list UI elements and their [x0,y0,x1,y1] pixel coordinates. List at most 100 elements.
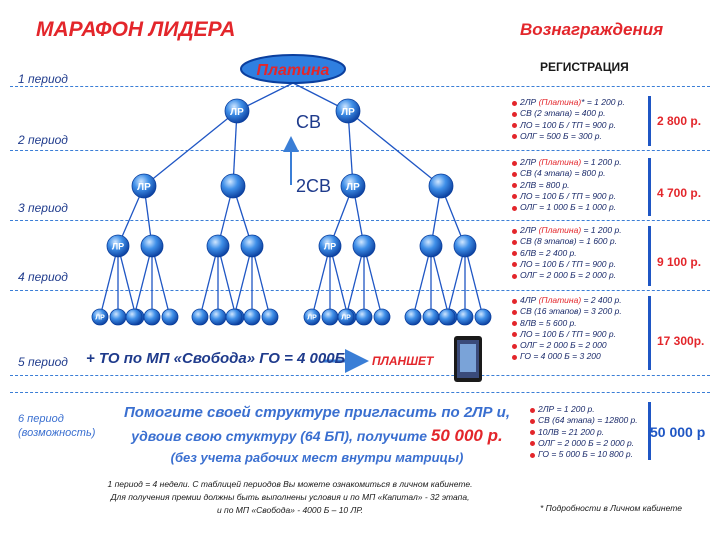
level3-node [106,234,130,258]
sv-label: СВ [296,112,322,132]
tree-link [412,245,432,318]
help-line-2-text: удвоив свою стуктуру (64 БП), получите [131,428,431,444]
reward-line: 6ЛВ = 2 400 р. [512,248,622,259]
reward-block-2: 2ЛР (Платина) = 1 200 р.СВ (4 этапа) = 8… [512,157,622,213]
tree-link [133,245,153,318]
level4-node [261,308,279,326]
bracket-bar-1 [648,96,651,146]
tree-link [430,245,450,318]
period-divider [10,392,710,393]
reward-line: ГО = 4 000 Б = 3 200 [512,351,622,362]
reward-line-pre: 8ЛВ = 5 600 р. [520,317,577,328]
tree-link [363,245,383,318]
level2-node [340,173,366,199]
level4-node [303,308,321,326]
level1-node [335,98,361,124]
level4-node [225,308,243,326]
platinum-badge-label: Платина [257,62,330,79]
reward-line: СВ (16 этапов) = 3 200 р. [512,306,622,317]
tablet-icon [454,336,482,382]
bracket-bar-2 [648,158,651,216]
reward-line-hl: (Платина) [538,157,582,167]
bracket-bar-3 [648,226,651,286]
reward-line-pre: ЛО = 100 Б / ТП = 900 р. [520,119,616,130]
reward-amount-6: 50 000 р [650,424,706,440]
reward-line-pre: 2ЛР [520,225,539,235]
level3-node [206,234,230,258]
tree-link [233,245,253,318]
help-line-3: (без учета рабочих мест внутри матрицы) [170,450,464,465]
level2-node [131,173,157,199]
rewards-title: Вознаграждения [520,20,664,39]
level4-node [125,308,143,326]
period-label-5: 5 период [18,355,68,369]
reward-line-pre: 2ЛР [520,157,539,167]
footnote-line-1: 1 период = 4 недели. С таблицей периодов… [107,479,473,489]
node-label: ЛР [346,182,360,193]
reward-amount-1: 2 800 р. [657,114,702,128]
reward-line: ОЛГ = 500 Б = 300 р. [512,131,625,142]
tree-link [446,245,466,318]
level1-node [224,98,250,124]
reward-block-4: 4ЛР (Платина) = 2 400 р.СВ (16 этапов) =… [512,295,622,363]
reward-line: ЛО = 100 Б / ТП = 900 р. [512,191,622,202]
reward-line: ОЛГ = 2 000 Б = 2 000 [512,340,622,351]
period-divider [10,220,710,221]
tree-link [217,245,237,318]
reward-line-hl: (Платина) [538,295,582,305]
platinum-badge [240,54,346,84]
reward-line-hl: (Платина) [538,97,582,107]
reward-amount-2: 4 700 р. [657,186,702,200]
node-label: ЛР [230,107,244,118]
tree-link [251,245,271,318]
level3-node [140,234,164,258]
period6-line2: (возможность) [18,427,96,439]
reward-line: 2ЛР (Платина)* = 1 200 р. [512,97,625,108]
help-line-2: удвоив свою стуктуру (64 БП), получите 5… [112,426,522,446]
reward-line-pre: СВ (2 этапа) = 400 р. [520,108,606,119]
reward-line-pre: ЛО = 100 Б / ТП = 900 р. [520,328,616,339]
period-divider [10,375,710,376]
period-label-4: 4 период [18,270,68,284]
level4-node [191,308,209,326]
reward-block-1: 2ЛР (Платина)* = 1 200 р.СВ (2 этапа) = … [512,97,625,142]
tree-link [143,110,238,187]
period6-line1: 6 период [18,413,64,425]
tree-link [464,245,484,318]
period6-label: 6 период (возможность) [18,412,95,440]
bracket-bar-4 [648,296,651,370]
page-title: МАРАФОН ЛИДЕРА [36,18,236,41]
level4-node [438,308,456,326]
level4-node [337,308,355,326]
reward-line-post: = 1 200 р. [581,157,622,167]
node-label: ЛР [112,242,124,252]
sv2-label: 2СВ [296,176,332,196]
reward-line: 2ЛР = 1 200 р. [530,404,638,415]
reward-line: 8ЛВ = 5 600 р. [512,318,622,329]
tree-link [311,245,331,318]
reward-line-pre: ЛО = 100 Б / ТП = 900 р. [520,190,616,201]
level4-node [422,308,440,326]
reward-line: ЛО = 100 Б / ТП = 900 р. [512,259,622,270]
reward-amount-4: 17 300р. [657,334,705,348]
reward-line-pre: ЛО = 100 Б / ТП = 900 р. [520,258,616,269]
level4-node [161,308,179,326]
reward-line: 2ЛВ = 800 р. [512,180,622,191]
help-line-1: Помогите своей структуре пригласить по 2… [124,404,510,421]
footnote-right: * Подробности в Личном кабинете [540,503,683,513]
period-divider [10,290,710,291]
level4-node [243,308,261,326]
reward-line-pre: 4ЛР [520,295,539,305]
node-label: ЛР [341,107,355,118]
level2-node [220,173,246,199]
tablet-label: ПЛАНШЕТ [372,354,434,368]
node-label: ЛР [307,315,317,322]
reward-line-pre: ОЛГ = 1 000 Б = 1 000 р. [520,202,617,213]
reward-line: ОЛГ = 2 000 Б = 2 000 р. [512,270,622,281]
reward-line: 10ЛВ = 21 200 р. [530,427,638,438]
reward-line: ГО = 5 000 Б = 10 800 р. [530,449,638,460]
level4-node [355,308,373,326]
reward-line: ЛО = 100 Б / ТП = 900 р. [512,120,625,131]
period-divider [10,150,710,151]
